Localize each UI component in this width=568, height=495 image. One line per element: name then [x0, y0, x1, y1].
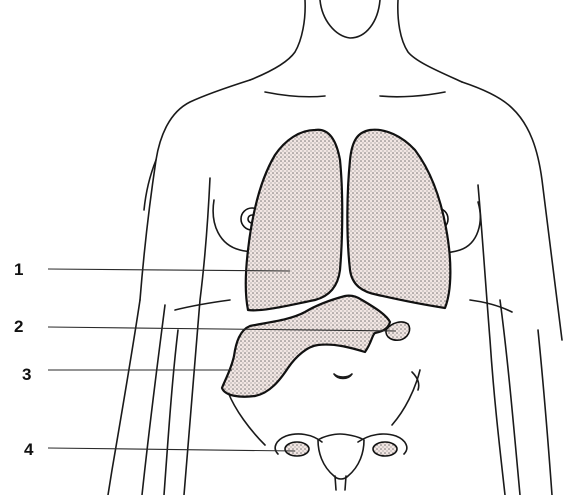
neck-right-line	[398, 0, 462, 82]
right-ovary-icon	[373, 442, 397, 456]
uterus-ovaries-icon	[275, 434, 407, 490]
right-body-side-2	[500, 300, 520, 495]
left-lung-icon	[246, 130, 343, 311]
navel-icon	[334, 374, 352, 379]
liver-icon	[222, 296, 390, 397]
right-clavicle	[380, 92, 445, 97]
abdomen-left-curve	[228, 392, 265, 445]
right-ribline	[470, 300, 512, 312]
label-4: 4	[24, 440, 34, 459]
label-3: 3	[22, 365, 31, 384]
left-ribline	[175, 300, 230, 310]
label-1: 1	[14, 260, 23, 279]
left-shoulder	[140, 80, 250, 300]
abdomen-right-curve	[392, 370, 420, 425]
neck-front-curve	[320, 0, 380, 38]
left-body-side	[184, 178, 210, 495]
label-2: 2	[14, 317, 23, 336]
left-ovary-icon	[285, 442, 309, 456]
neck-left-line	[250, 0, 305, 80]
left-body-side-3	[164, 330, 178, 495]
leader-line-4	[48, 448, 295, 451]
right-body-side	[478, 185, 505, 495]
left-arm-inner	[108, 300, 140, 495]
uterus-body	[318, 434, 364, 479]
left-clavicle	[265, 92, 325, 97]
right-body-side-3	[538, 330, 552, 495]
right-lung-icon	[347, 130, 450, 308]
left-body-side-2	[142, 305, 165, 495]
